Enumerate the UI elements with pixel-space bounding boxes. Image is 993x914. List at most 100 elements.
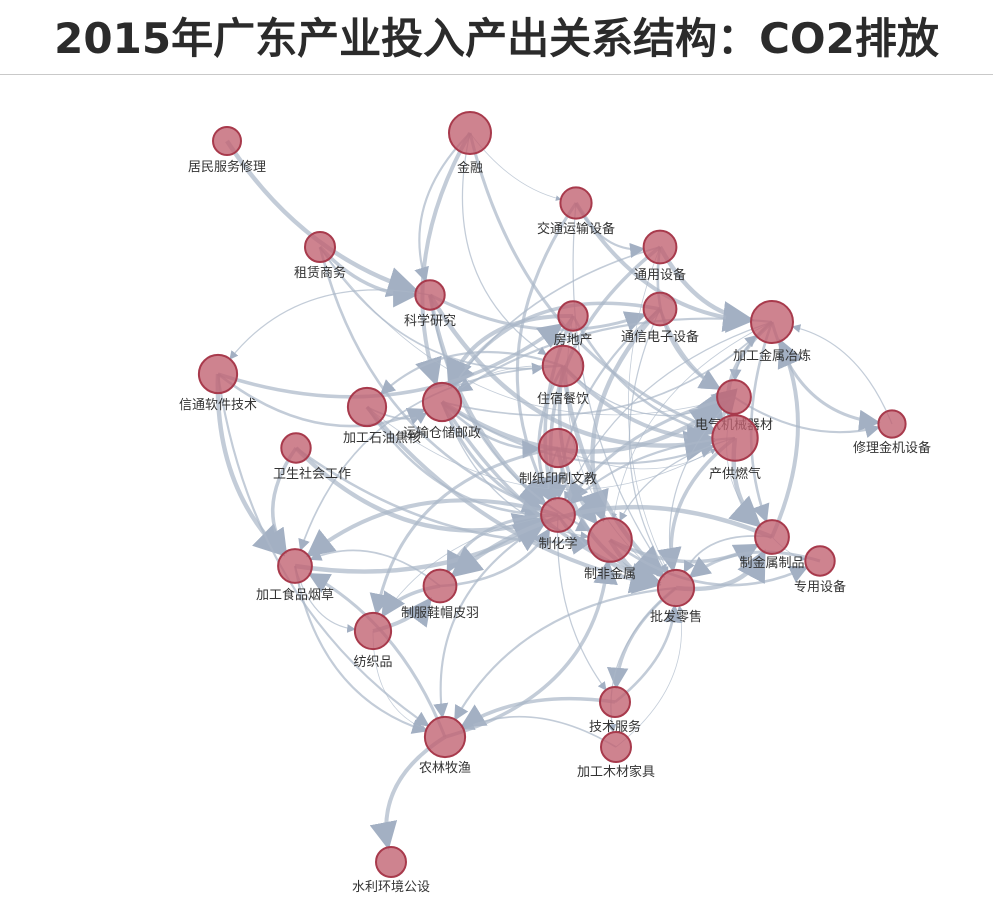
node-circle[interactable] <box>557 300 589 332</box>
node-circle[interactable] <box>537 427 579 469</box>
node-circle[interactable] <box>600 731 632 763</box>
edge-xtrj-fdc <box>217 323 564 399</box>
edge-zhx-jgsp <box>306 498 559 558</box>
node-zjsz[interactable]: 制金属制品 <box>739 519 805 571</box>
edge-xljj-jgjs <box>791 324 893 425</box>
edge-zscy-jgsy <box>379 351 564 396</box>
node-layer: 居民服务修理 金融交通运输设备租赁商务 通用设备科学研究 房地产通信电子设备加工金属冶… <box>179 111 931 895</box>
node-circle[interactable] <box>754 519 790 555</box>
node-circle[interactable] <box>346 386 388 428</box>
node-label: 交通运输设备 <box>537 221 615 237</box>
node-circle[interactable] <box>423 715 467 759</box>
node-circle[interactable] <box>448 111 492 155</box>
node-xljj[interactable]: 修理金机设备 <box>853 409 931 456</box>
node-circle[interactable] <box>750 300 794 344</box>
node-circle[interactable] <box>375 846 407 878</box>
edge-dqjx-zhx <box>566 395 735 504</box>
edge-zfxm-jgsp <box>309 549 441 587</box>
edge-jgmc-pfls <box>615 605 683 748</box>
node-zysb[interactable]: 专用设备 <box>794 545 846 595</box>
node-circle[interactable] <box>599 686 631 718</box>
edge-tysb-dqjx <box>656 246 721 390</box>
node-circle[interactable] <box>711 414 759 462</box>
edge-wssh-jgsp <box>262 446 298 555</box>
node-zlsw[interactable]: 租赁商务 <box>294 231 346 281</box>
edge-tysb-pfls <box>627 246 669 573</box>
edge-kxyj-txdz <box>429 293 647 332</box>
node-circle[interactable] <box>277 548 313 584</box>
node-nlmy[interactable]: 农林牧渔 <box>419 715 471 776</box>
node-circle[interactable] <box>587 517 633 563</box>
edge-txdz-yscc <box>450 301 661 388</box>
node-txdz[interactable]: 通信电子设备 <box>621 291 699 345</box>
node-zscy[interactable]: 住宿餐饮 <box>537 344 589 407</box>
node-zhx[interactable]: 制化学 <box>538 497 578 552</box>
node-circle[interactable] <box>353 611 393 651</box>
node-kxyj[interactable]: 科学研究 <box>404 279 456 329</box>
node-jsfw[interactable]: 技术服务 <box>589 686 641 735</box>
node-circle[interactable] <box>642 229 678 265</box>
edge-jr-yscc <box>415 132 472 387</box>
node-zfjs[interactable]: 制非金属 <box>584 517 636 582</box>
node-slhj[interactable]: 水利环境公设 <box>352 846 430 895</box>
node-circle[interactable] <box>414 279 446 311</box>
node-label: 通信电子设备 <box>621 329 699 345</box>
node-circle[interactable] <box>541 344 585 388</box>
edge-pfls-nlmy <box>454 586 677 721</box>
node-label: 居民服务修理 <box>188 159 266 175</box>
node-circle[interactable] <box>656 568 696 608</box>
node-jgjs[interactable]: 加工金属冶炼 <box>733 300 811 364</box>
node-jr[interactable]: 金融 <box>448 111 492 176</box>
node-circle[interactable] <box>642 291 678 327</box>
node-circle[interactable] <box>422 568 458 604</box>
node-circle[interactable] <box>804 545 836 577</box>
edge-tysb-yscc <box>452 246 661 388</box>
edge-xtrj-yscc <box>217 372 427 428</box>
node-circle[interactable] <box>280 432 312 464</box>
node-label: 技术服务 <box>589 719 641 735</box>
node-circle[interactable] <box>716 379 752 415</box>
node-tysb[interactable]: 通用设备 <box>634 229 686 283</box>
node-circle[interactable] <box>540 497 576 533</box>
node-xtrj[interactable]: 信通软件技术 <box>179 353 257 413</box>
node-wssh[interactable]: 卫生社会工作 <box>273 432 351 482</box>
edge-zhx-jsfw <box>556 514 607 691</box>
edge-jr-kxyj <box>414 132 471 283</box>
edge-jgmc-nlmy <box>462 715 617 748</box>
node-circle[interactable] <box>421 381 463 423</box>
node-fdc[interactable]: 房地产 <box>553 300 593 348</box>
node-label: 制金属制品 <box>739 555 804 571</box>
node-jgmc[interactable]: 加工木材家具 <box>577 731 655 780</box>
node-label: 纺织品 <box>353 655 392 670</box>
node-circle[interactable] <box>197 353 239 395</box>
node-jgsp[interactable]: 加工食品烟草 <box>256 548 334 603</box>
node-label: 制纸印刷文教 <box>519 471 597 487</box>
node-jtys[interactable]: 交通运输设备 <box>537 186 615 237</box>
node-label: 修理金机设备 <box>853 440 931 456</box>
node-label: 制化学 <box>538 536 577 552</box>
node-zzys[interactable]: 制纸印刷文教 <box>519 427 597 487</box>
edge-jgjs-zfjs <box>611 321 773 519</box>
edge-kxyj-xtrj <box>229 289 431 360</box>
node-label: 加工食品烟草 <box>256 587 334 603</box>
node-label: 运输仓储邮政 <box>403 425 481 441</box>
edge-jsfw-nlmy <box>460 696 616 729</box>
node-yscc[interactable]: 运输仓储邮政 <box>403 381 481 441</box>
node-circle[interactable] <box>877 409 907 439</box>
node-circle[interactable] <box>212 126 242 156</box>
edge-zscy-cgrq <box>561 364 716 453</box>
node-cgrq[interactable]: 产供燃气 <box>709 414 761 482</box>
node-fzp[interactable]: 纺织品 <box>353 611 393 670</box>
node-jgsy[interactable]: 加工石油焦核 <box>343 386 421 446</box>
node-circle[interactable] <box>304 231 336 263</box>
node-label: 租赁商务 <box>294 265 346 281</box>
edge-cgrq-zhx <box>569 436 736 505</box>
edge-zzys-cgrq <box>557 447 717 470</box>
node-pfls[interactable]: 批发零售 <box>650 568 702 625</box>
node-jmfw[interactable]: 居民服务修理 <box>188 126 266 175</box>
node-circle[interactable] <box>559 186 593 220</box>
node-zfxm[interactable]: 制服鞋帽皮羽 <box>401 568 479 621</box>
node-label: 加工金属冶炼 <box>733 348 811 364</box>
edge-zlsw-dqjx <box>319 246 719 416</box>
